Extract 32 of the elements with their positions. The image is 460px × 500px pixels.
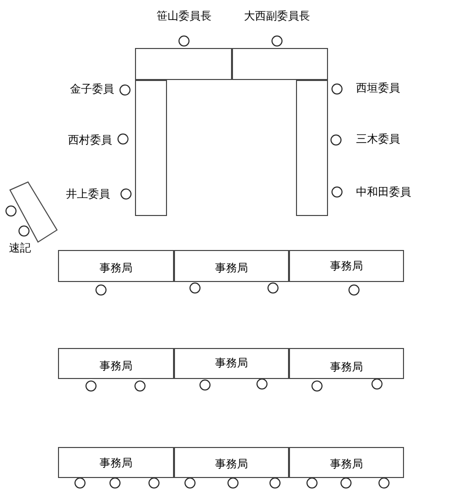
desk-label: 事務局 (329, 458, 364, 470)
office-desk (174, 348, 289, 379)
desk-label: 事務局 (98, 458, 134, 468)
name-label: 中和田委員 (356, 186, 411, 198)
office-desk (289, 250, 404, 282)
name-label: 西垣委員 (356, 82, 400, 94)
desk (135, 80, 167, 216)
name-label: 笹山委員長 (156, 10, 212, 22)
desk-label: 事務局 (98, 262, 134, 274)
office-desk (58, 348, 174, 379)
office-desk (289, 348, 404, 379)
desk-label: 事務局 (329, 362, 364, 372)
office-desk (289, 447, 404, 478)
office-desk (58, 447, 174, 478)
name-label: 速記 (9, 242, 31, 254)
desk (135, 48, 232, 80)
name-label: 金子委員 (70, 84, 114, 94)
name-label: 井上委員 (66, 188, 110, 200)
desk-label: 事務局 (98, 360, 134, 372)
desk (232, 48, 328, 80)
name-label: 西村委員 (68, 134, 112, 146)
office-desk (174, 447, 289, 478)
desk-label: 事務局 (214, 358, 249, 368)
office-desk (58, 250, 174, 282)
desk-with-seats-drawing (5, 181, 58, 243)
desk (296, 80, 328, 216)
name-label: 三木委員 (356, 134, 400, 144)
desk-label: 事務局 (214, 458, 249, 470)
desk-label: 事務局 (214, 262, 249, 274)
office-desk (174, 250, 289, 282)
desk-label: 事務局 (329, 260, 364, 272)
name-label: 大西副委員長 (244, 10, 310, 22)
